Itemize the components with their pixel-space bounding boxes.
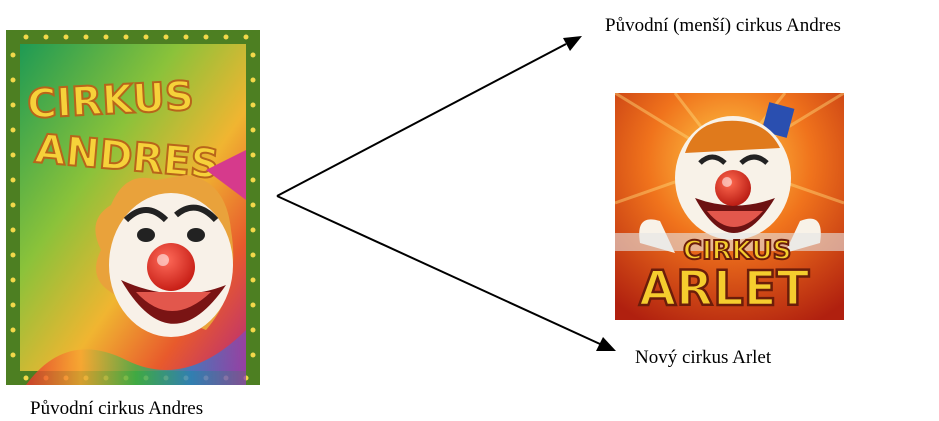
cirkus-arlet-poster-art: CIRKUS ARLET bbox=[615, 93, 844, 320]
caption-new-arlet: Nový cirkus Arlet bbox=[635, 347, 772, 368]
poster-title-line1: CIRKUS bbox=[683, 236, 791, 266]
cirkus-andres-poster: CIRKUS ANDRES bbox=[6, 30, 260, 385]
arrow-head-icon bbox=[563, 36, 582, 51]
cirkus-arlet-poster: CIRKUS ARLET bbox=[615, 93, 844, 320]
cirkus-andres-poster-art: CIRKUS ANDRES bbox=[6, 30, 260, 385]
stripe-band bbox=[615, 233, 844, 251]
poster-title-line1: CIRKUS bbox=[26, 73, 195, 128]
arrow-line-up bbox=[276, 43, 567, 197]
rainbow-collar bbox=[26, 330, 246, 385]
clown-face-icon bbox=[95, 150, 246, 337]
arrow-line-down bbox=[276, 195, 601, 345]
caption-original-andres: Původní cirkus Andres bbox=[30, 398, 204, 419]
caption-smaller-andres: Původní (menší) cirkus Andres bbox=[605, 15, 841, 36]
poster-title-line2: ARLET bbox=[639, 261, 809, 317]
arrow-head-icon bbox=[596, 337, 616, 351]
